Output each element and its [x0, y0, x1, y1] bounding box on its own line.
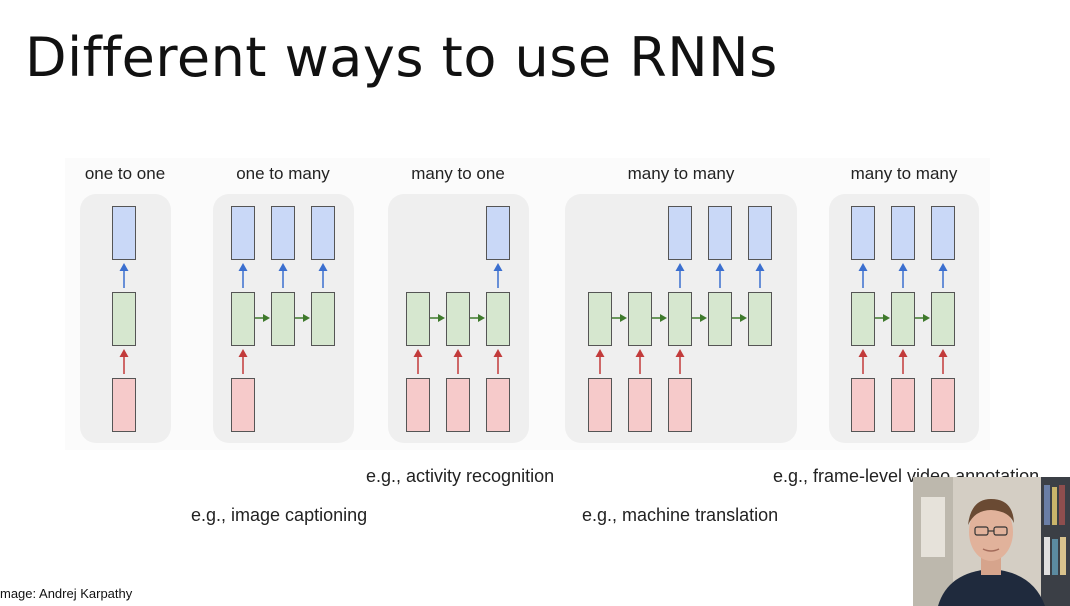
input-cell: [446, 378, 470, 432]
up-arrow-icon: [858, 349, 868, 374]
right-arrow-icon: [255, 314, 270, 322]
up-arrow-icon: [715, 263, 725, 288]
input-cell: [628, 378, 652, 432]
input-cell: [231, 378, 255, 432]
up-arrow-icon: [675, 349, 685, 374]
output-cell: [708, 206, 732, 260]
input-cell: [891, 378, 915, 432]
hidden-cell: [486, 292, 510, 346]
hidden-cell: [931, 292, 955, 346]
input-cell: [588, 378, 612, 432]
output-cell: [851, 206, 875, 260]
hidden-cell: [406, 292, 430, 346]
hidden-cell: [851, 292, 875, 346]
image-credit: mage: Andrej Karpathy: [0, 586, 133, 601]
hidden-cell: [446, 292, 470, 346]
presenter-webcam: [913, 477, 1070, 606]
hidden-cell: [311, 292, 335, 346]
up-arrow-icon: [318, 263, 328, 288]
right-arrow-icon: [295, 314, 310, 322]
up-arrow-icon: [635, 349, 645, 374]
output-cell: [231, 206, 255, 260]
hidden-cell: [271, 292, 295, 346]
hidden-cell: [668, 292, 692, 346]
panel-title-one-to-one: one to one: [84, 164, 166, 183]
panel-title-many-to-one: many to one: [411, 164, 505, 183]
up-arrow-icon: [938, 263, 948, 288]
input-cell: [851, 378, 875, 432]
up-arrow-icon: [595, 349, 605, 374]
output-cell: [271, 206, 295, 260]
hidden-cell: [891, 292, 915, 346]
hidden-cell: [112, 292, 136, 346]
up-arrow-icon: [119, 349, 129, 374]
hidden-cell: [231, 292, 255, 346]
up-arrow-icon: [453, 349, 463, 374]
hidden-cell: [588, 292, 612, 346]
panel-title-many-to-many-delayed: many to many: [627, 164, 735, 183]
slide-title: Different ways to use RNNs: [25, 26, 778, 89]
example-image-captioning: e.g., image captioning: [191, 505, 368, 525]
panel-title-many-to-many-synced: many to many: [850, 164, 958, 183]
panel-title-one-to-many: one to many: [236, 164, 330, 183]
output-cell: [311, 206, 335, 260]
right-arrow-icon: [652, 314, 667, 322]
up-arrow-icon: [119, 263, 129, 288]
right-arrow-icon: [430, 314, 445, 322]
right-arrow-icon: [470, 314, 485, 322]
output-cell: [891, 206, 915, 260]
up-arrow-icon: [755, 263, 765, 288]
up-arrow-icon: [858, 263, 868, 288]
example-machine-translation: e.g., machine translation: [582, 505, 779, 525]
input-cell: [112, 378, 136, 432]
input-cell: [406, 378, 430, 432]
presenter-webcam-image: [913, 477, 1070, 606]
right-arrow-icon: [692, 314, 707, 322]
hidden-cell: [628, 292, 652, 346]
up-arrow-icon: [238, 349, 248, 374]
output-cell: [748, 206, 772, 260]
up-arrow-icon: [413, 349, 423, 374]
up-arrow-icon: [238, 263, 248, 288]
input-cell: [486, 378, 510, 432]
right-arrow-icon: [915, 314, 930, 322]
hidden-cell: [708, 292, 732, 346]
up-arrow-icon: [493, 263, 503, 288]
right-arrow-icon: [612, 314, 627, 322]
output-cell: [112, 206, 136, 260]
up-arrow-icon: [278, 263, 288, 288]
up-arrow-icon: [938, 349, 948, 374]
output-cell: [486, 206, 510, 260]
hidden-cell: [748, 292, 772, 346]
right-arrow-icon: [732, 314, 747, 322]
example-activity-recognition: e.g., activity recognition: [366, 466, 555, 486]
output-cell: [668, 206, 692, 260]
output-cell: [931, 206, 955, 260]
up-arrow-icon: [493, 349, 503, 374]
input-cell: [668, 378, 692, 432]
input-cell: [931, 378, 955, 432]
up-arrow-icon: [898, 263, 908, 288]
right-arrow-icon: [875, 314, 890, 322]
up-arrow-icon: [898, 349, 908, 374]
up-arrow-icon: [675, 263, 685, 288]
